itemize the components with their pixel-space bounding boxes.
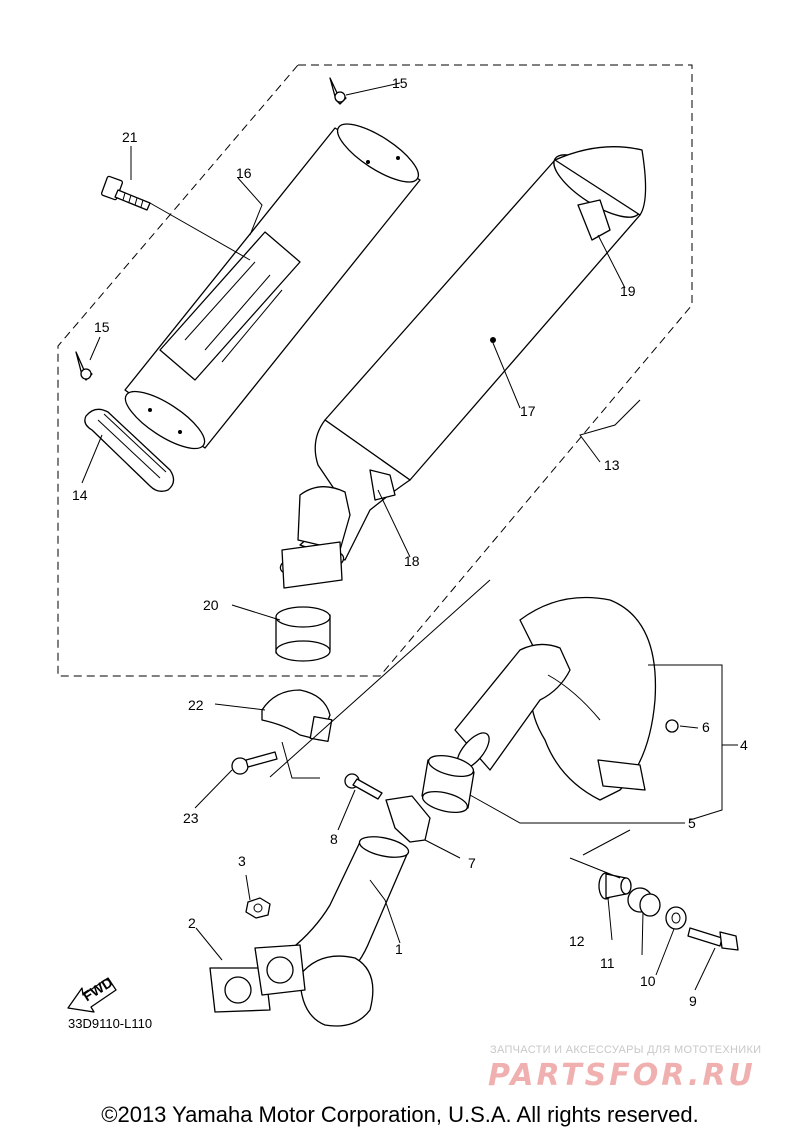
part-6-nut[interactable] [665,719,679,733]
callout-2: 2 [188,915,196,931]
callout-5: 5 [688,815,696,831]
part-18-inlet-cone[interactable] [278,419,411,589]
callout-14: 14 [72,487,88,503]
part-12-collar[interactable] [598,872,632,900]
reference-code: 33D9110-L110 [68,1016,153,1031]
part-3-nut[interactable] [245,897,271,919]
callout-15-left: 15 [94,319,110,335]
callout-1: 1 [395,941,403,957]
callout-21: 21 [122,129,138,145]
part-20-joint-sleeve[interactable] [275,606,331,662]
callout-3: 3 [238,853,246,869]
callout-22: 22 [188,697,204,713]
part-11-damper[interactable] [627,887,661,917]
callout-18: 18 [404,553,420,569]
part-15-rivet-top[interactable] [329,77,347,105]
callout-20: 20 [203,597,219,613]
part-23-bolt[interactable] [231,751,278,775]
part-7-bracket[interactable] [385,795,431,843]
callout-15-top: 15 [392,75,408,91]
part-1-header-pipe[interactable] [289,833,410,1027]
callout-11: 11 [600,955,615,971]
callout-13: 13 [604,457,620,473]
part-4-exhaust-pipe-assembly[interactable] [451,596,657,801]
copyright-notice: ©2013 Yamaha Motor Corporation, U.S.A. A… [101,1102,699,1127]
callout-10: 10 [640,973,656,989]
callout-19: 19 [620,283,636,299]
callout-23: 23 [183,810,199,826]
watermark-tagline: ЗАПЧАСТИ И АКСЕССУАРЫ ДЛЯ МОТОТЕХНИКИ [490,1044,762,1056]
part-19-end-cap-patch[interactable] [577,199,611,241]
callout-6: 6 [702,719,710,735]
part-2-gasket[interactable] [209,967,271,1013]
part-22-clamp[interactable] [261,689,333,743]
part-5-sleeve[interactable] [421,752,476,817]
callout-12: 12 [569,933,585,949]
callout-9: 9 [689,993,697,1009]
silencer-assembly-boundary [57,64,693,677]
part-15-rivet-left[interactable] [75,351,93,381]
part-17-muffler-body[interactable] [324,144,649,481]
callout-17: 17 [520,403,536,419]
callout-4: 4 [740,737,748,753]
callout-8: 8 [330,831,338,847]
part-14-gasket[interactable] [84,408,175,492]
part-8-bolt[interactable] [344,773,383,800]
part-9-bolt[interactable] [687,927,739,951]
part-21-bolt[interactable] [100,175,151,211]
callout-16: 16 [236,165,252,181]
callout-7: 7 [468,855,476,871]
watermark-logo: PARTSFOR.RU [488,1058,756,1093]
exhaust-flange[interactable] [254,944,306,996]
part-10-washer[interactable] [665,906,687,930]
fwd-arrow-icon: FWD [67,974,117,1013]
part-16-silencer-cover[interactable] [118,114,426,458]
